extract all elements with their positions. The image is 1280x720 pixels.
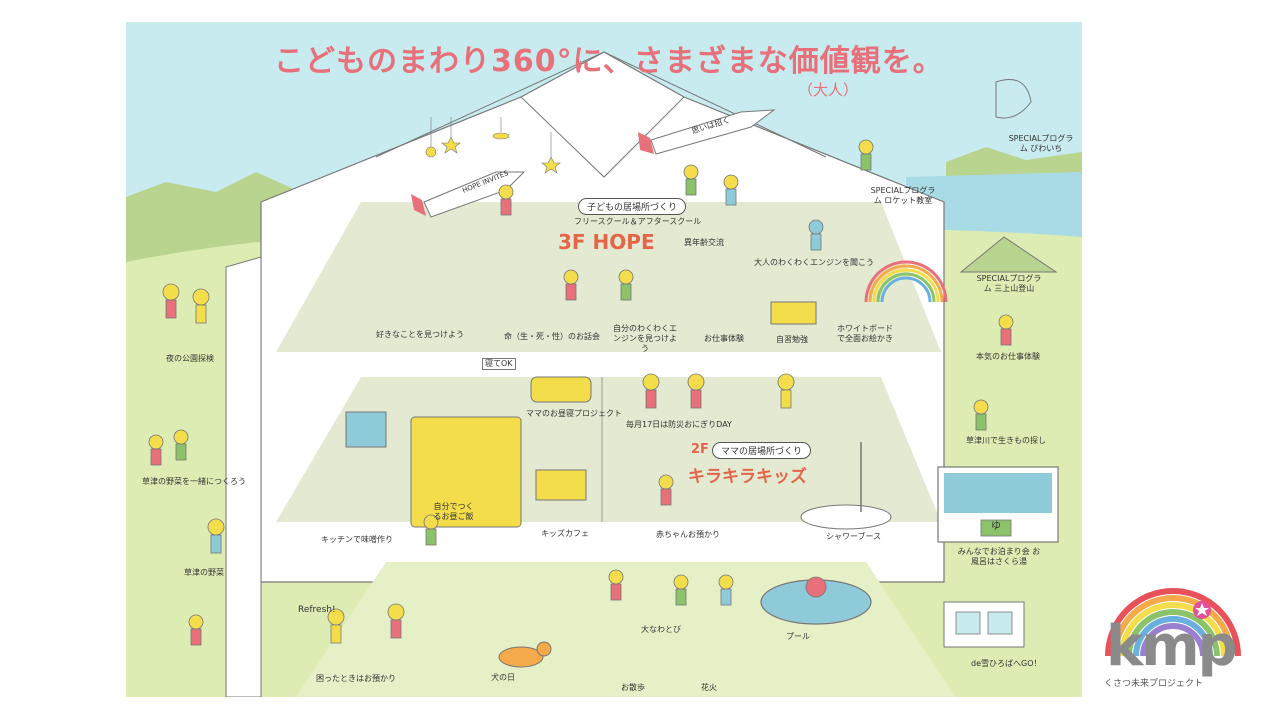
floor-2f-num: 2F xyxy=(691,442,709,457)
label-waku-engine: 自分のわくわくエンジンを見つけよう xyxy=(613,324,677,353)
bath-water xyxy=(944,473,1052,513)
label-bousai: 毎月17日は防災おにぎりDAY xyxy=(626,420,732,429)
floor-3f-pill: 子どもの居場所づくり xyxy=(578,198,687,215)
dog xyxy=(498,646,544,668)
label-yoru-koen: 夜の公園探検 xyxy=(166,354,214,363)
label-ohiru: 自分でつくるお昼ご飯 xyxy=(433,502,474,521)
label-inochi: 命（生・死・性）のお話会 xyxy=(504,332,600,341)
label-densha: de雪ひろばへGO！ xyxy=(971,659,1042,668)
sea xyxy=(906,172,1082,237)
label-biwaichi: SPECIALプログラム びわいち xyxy=(1008,134,1074,153)
label-sedai: 異年齢交流 xyxy=(684,238,724,247)
label-whiteboard: ホワイトボードで全面お絵かき xyxy=(837,324,893,343)
nap-sign: 寝てOK xyxy=(482,358,516,370)
roof-truss-inner xyxy=(520,96,685,178)
label-otomari: みんなでお泊まり会 お風呂はさくら湯 xyxy=(957,547,1041,566)
rocket-left xyxy=(411,171,526,218)
big-yellow-table xyxy=(410,416,522,528)
headline: こどものまわり360°に、さまざまな価値観を。 xyxy=(274,44,944,79)
label-hanabi: 花火 xyxy=(701,683,717,692)
house-annex xyxy=(225,256,262,697)
subhead: （大人） xyxy=(798,81,859,99)
label-ohnawa: 大なわとび xyxy=(641,625,681,634)
label-komatta: 困ったときはお預かり xyxy=(316,674,396,683)
label-rocket-class: SPECIALプログラム ロケット教室 xyxy=(870,186,936,205)
kitchen-sink xyxy=(345,411,387,448)
floor-2f-tag: キラキラキッズ xyxy=(688,467,807,487)
label-suki: 好きなことを見つけよう xyxy=(376,330,464,339)
label-ikimono: 草津川で生きもの探し xyxy=(966,436,1046,445)
label-pool: プール xyxy=(786,632,810,641)
refresh-text: Refresh! xyxy=(298,605,336,615)
rainbow-drawing xyxy=(864,260,948,303)
label-kusatsu-yasai-isshoni: 草津の野菜を一緒につくろう xyxy=(142,477,246,486)
study-desk xyxy=(770,301,817,325)
label-kusatsu-yasai: 草津の野菜 xyxy=(184,568,224,577)
rocket-right xyxy=(638,109,776,155)
biwa-lake-map xyxy=(995,79,1032,119)
label-akachan: 赤ちゃんお預かり xyxy=(656,530,720,539)
label-otona-engine: 大人のわくわくエンジンを聞こう xyxy=(754,258,874,267)
label-inu: 犬の日 xyxy=(491,673,515,682)
cafe-table xyxy=(535,469,587,501)
scene-illustration: こどものまわり360°に、さまざまな価値観を。 （大人） HOPE INVITE… xyxy=(126,22,1082,697)
label-mikami: SPECIALプログラム 三上山登山 xyxy=(976,274,1042,293)
floor-2f-pill: ママの居場所づくり xyxy=(712,442,812,459)
label-oshigoto: お仕事体験 xyxy=(704,334,744,343)
floor-2f xyxy=(276,377,941,522)
label-jishu: 自習勉強 xyxy=(776,335,808,344)
kmp-caption: くさつ未来プロジェクト xyxy=(1104,679,1204,689)
mikami-mountain xyxy=(959,236,1058,273)
floor-3f-sub: フリースクール＆アフタースクール xyxy=(574,217,702,226)
bath-sign xyxy=(980,519,1012,537)
label-shower: シャワーブース xyxy=(826,532,882,541)
people xyxy=(148,139,1014,646)
nap-futon xyxy=(530,376,592,403)
swim-ring xyxy=(805,576,827,598)
bath-sign-text: ゆ xyxy=(991,521,1001,532)
house-scene-svg xyxy=(126,22,1082,697)
shower-tray xyxy=(800,504,892,530)
floor-3f-tag: 3F HOPE xyxy=(558,230,655,254)
label-kids-cafe: キッズカフェ xyxy=(541,529,589,538)
hanging-ornaments xyxy=(425,117,561,174)
label-osanpo: お散歩 xyxy=(621,683,645,692)
label-honkaku-oshigoto: 本気のお仕事体験 xyxy=(976,352,1040,361)
label-kitchen: キッチンで味噌作り xyxy=(321,535,393,544)
kmp-logo-text: kmp xyxy=(1106,614,1238,679)
rainbow-star-icon xyxy=(1105,588,1241,657)
label-mama-hirune: ママのお昼寝プロジェクト xyxy=(526,409,622,418)
